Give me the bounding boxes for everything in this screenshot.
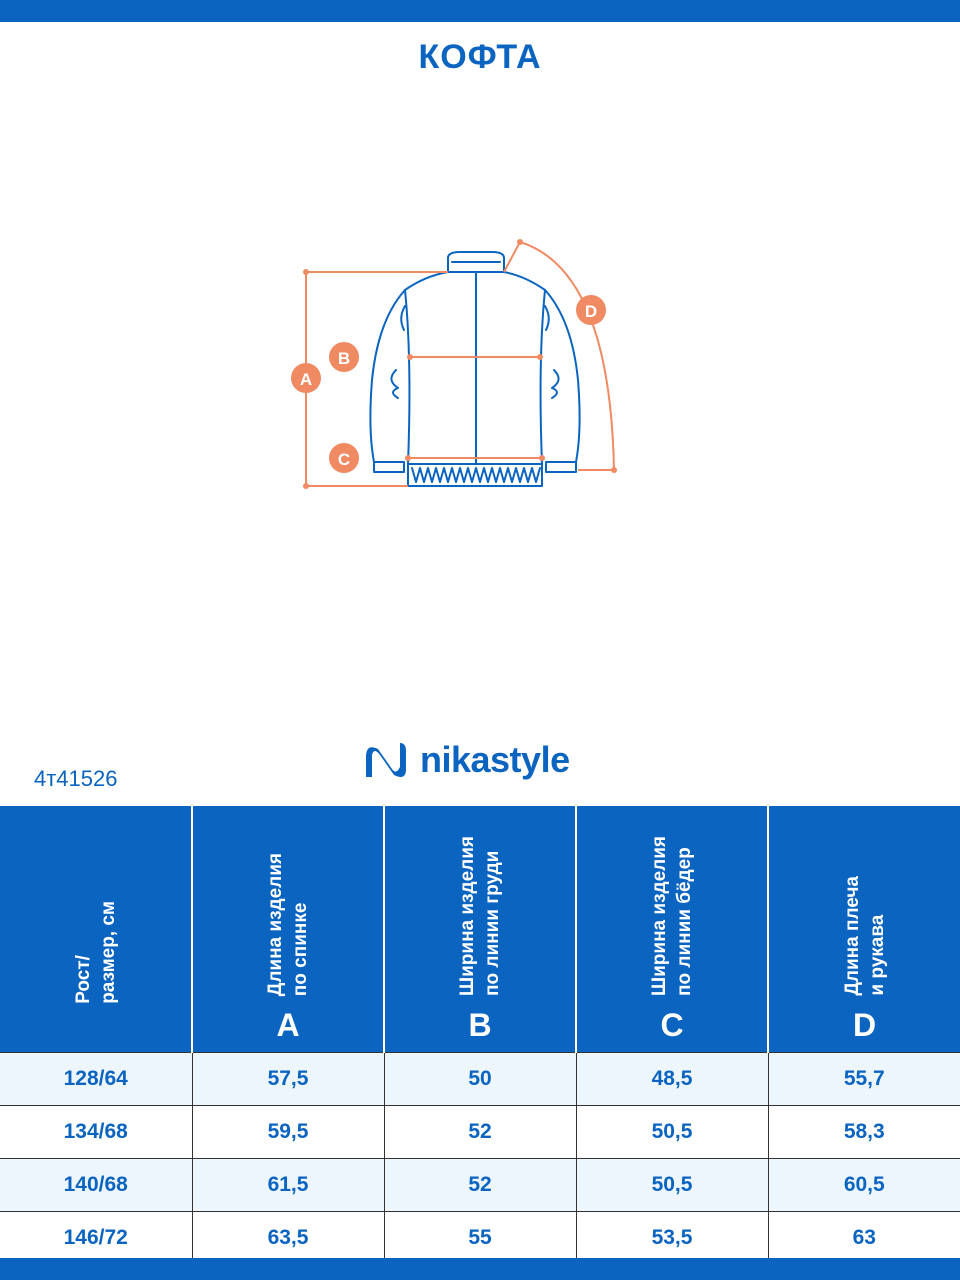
header-letter: A: [276, 1007, 300, 1043]
measure-label-a: A: [300, 370, 312, 389]
measure-badge-c: C: [329, 443, 359, 473]
header-line: Ширина изделия: [649, 836, 670, 996]
table-cell: 59,5: [191, 1105, 385, 1159]
measure-badge-a: A: [291, 363, 321, 393]
header-letter: C: [660, 1007, 684, 1043]
nikastyle-wave-icon: [366, 743, 406, 777]
jacket-measurement-diagram: A B C D: [291, 239, 617, 489]
header-line: и рукава: [866, 915, 888, 996]
brand-logo: nikastyle: [362, 736, 570, 784]
table-cell: 55: [383, 1211, 577, 1265]
table-cell: 58,3: [767, 1105, 960, 1159]
measure-badge-b: B: [329, 342, 359, 372]
table-cell: 55,7: [767, 1052, 960, 1106]
measure-label-b: B: [338, 349, 350, 368]
header-height-size: Рост/размер, см: [0, 806, 193, 1053]
top-accent-bar: [0, 0, 960, 22]
header-line: Длина плеча: [841, 876, 863, 996]
article-number: 4т41526: [34, 766, 118, 791]
table-row: 140/68 61,5 52 50,5 60,5: [0, 1158, 960, 1212]
header-line: по линии бёдер: [674, 847, 695, 996]
table-cell: 60,5: [767, 1158, 960, 1212]
header-line: Ширина изделия: [457, 836, 478, 996]
header-letter: D: [852, 1007, 877, 1043]
header-letter: B: [468, 1007, 492, 1043]
table-cell: 52: [383, 1105, 577, 1159]
measure-badge-d: D: [576, 295, 606, 325]
measure-label-d: D: [585, 302, 597, 321]
table-cell: 50,5: [575, 1105, 769, 1159]
header-line: по линии груди: [482, 850, 503, 996]
measure-label-c: C: [338, 450, 350, 469]
jacket-outline: [369, 251, 581, 487]
table-row: 128/64 57,5 50 48,5 55,7: [0, 1052, 960, 1106]
table-cell: 134/68: [0, 1105, 193, 1159]
header-line: Рост/: [72, 955, 94, 1004]
table-cell: 52: [383, 1158, 577, 1212]
table-cell: 63: [767, 1211, 960, 1265]
page-title: КОФТА: [418, 38, 542, 76]
table-row: 146/72 63,5 55 53,5 63: [0, 1211, 960, 1265]
table-cell: 140/68: [0, 1158, 193, 1212]
header-line: размер, см: [97, 901, 119, 1004]
bottom-accent-bar: [0, 1258, 960, 1280]
table-cell: 63,5: [191, 1211, 385, 1265]
header-line: Длина изделия: [265, 852, 286, 996]
table-cell: 50: [383, 1052, 577, 1106]
table-row: 134/68 59,5 52 50,5 58,3: [0, 1105, 960, 1159]
table-cell: 53,5: [575, 1211, 769, 1265]
table-cell: 48,5: [575, 1052, 769, 1106]
table-cell: 50,5: [575, 1158, 769, 1212]
table-cell: 61,5: [191, 1158, 385, 1212]
header-line: по спинке: [290, 902, 311, 996]
measurement-dots: [303, 239, 617, 489]
table-cell: 57,5: [191, 1052, 385, 1106]
table-cell: 146/72: [0, 1211, 193, 1265]
brand-name: nikastyle: [420, 739, 570, 780]
table-cell: 128/64: [0, 1052, 193, 1106]
